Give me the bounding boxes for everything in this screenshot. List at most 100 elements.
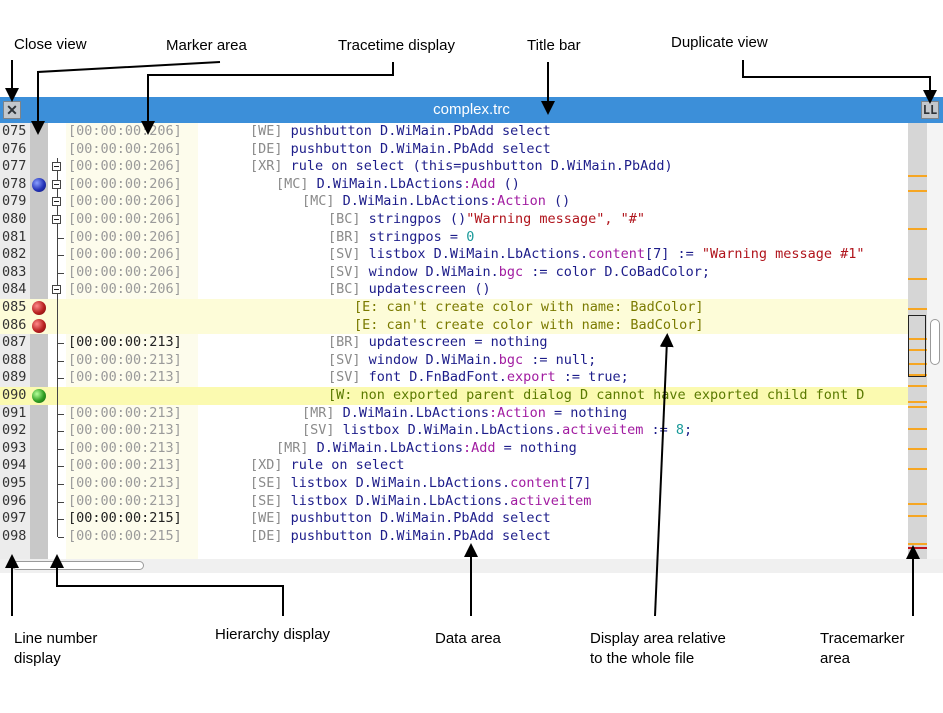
marker-area[interactable] xyxy=(30,123,48,559)
collapse-toggle-icon[interactable] xyxy=(52,162,61,172)
horizontal-scrollbar[interactable] xyxy=(0,559,943,573)
tracetime: [00:00:00:213] xyxy=(68,492,182,509)
trace-row[interactable]: 094[00:00:00:213][XD] rule on select xyxy=(0,457,908,475)
trace-row[interactable]: 081[00:00:00:206][BR] stringpos = 0 xyxy=(0,229,908,247)
trace-text: stringpos ( xyxy=(368,211,459,227)
trace-view-window: ✕ complex.trc LL 075[00:00:00:206][WE] p… xyxy=(0,97,943,577)
trace-row[interactable]: 076[00:00:00:206][DE] pushbutton D.WiMai… xyxy=(0,141,908,159)
title-bar[interactable]: ✕ complex.trc LL xyxy=(0,97,943,123)
hierarchy-tick xyxy=(58,343,64,345)
trace-row[interactable]: 089[00:00:00:213][SV] font D.FnBadFont.e… xyxy=(0,369,908,387)
window-title: complex.trc xyxy=(433,101,510,118)
trace-tag: [DE] xyxy=(250,140,283,157)
line-number: 097 xyxy=(2,510,27,527)
line-number: 082 xyxy=(2,246,27,263)
tracemarker-area[interactable] xyxy=(908,123,927,559)
line-number: 094 xyxy=(2,457,27,474)
trace-text-tail: := true; xyxy=(555,369,629,386)
trace-text: pushbutton D.WiMain.PbAdd select xyxy=(290,527,551,544)
hierarchy-tick xyxy=(58,378,64,380)
trace-row[interactable]: 077[00:00:00:206][XR] rule on select (th… xyxy=(0,158,908,176)
callout-display-area: Display area relative to the whole file xyxy=(590,629,726,669)
trace-tag: [MC] xyxy=(302,193,335,210)
trace-row[interactable]: 098[00:00:00:215][DE] pushbutton D.WiMai… xyxy=(0,528,908,546)
tracetime: [00:00:00:213] xyxy=(68,422,182,439)
tracemarker-line xyxy=(908,338,927,340)
hierarchy-tick xyxy=(58,255,64,257)
trace-row[interactable]: 097[00:00:00:215][WE] pushbutton D.WiMai… xyxy=(0,510,908,528)
line-number: 086 xyxy=(2,316,27,333)
trace-row[interactable]: 096 [00:00:00:213] [SE] listbox D.WiMain.L… xyxy=(0,493,908,511)
trace-row[interactable]: 093[00:00:00:213][MR] D.WiMain.LbActions… xyxy=(0,440,908,458)
hierarchy-tick xyxy=(58,431,64,433)
vertical-scrollbar[interactable] xyxy=(927,123,943,559)
trace-text-tail: [7] xyxy=(567,475,592,491)
collapse-toggle-icon[interactable] xyxy=(52,285,61,295)
collapse-toggle-icon[interactable] xyxy=(52,215,61,224)
arrow-duplicate xyxy=(742,60,937,104)
horizontal-scroll-thumb[interactable] xyxy=(12,561,144,570)
collapse-toggle-icon[interactable] xyxy=(52,197,61,207)
duplicate-view-button[interactable]: LL xyxy=(921,101,939,119)
tracemarker-line xyxy=(908,190,927,192)
trace-row[interactable]: 078[00:00:00:206][MC] D.WiMain.LbActions… xyxy=(0,176,908,194)
trace-row[interactable]: 088[00:00:00:213][SV] window D.WiMain.bg… xyxy=(0,352,908,370)
tracetime: [00:00:00:215] xyxy=(68,510,182,527)
tracetime: [00:00:00:213] xyxy=(68,439,182,456)
hierarchy-tick xyxy=(58,272,64,274)
warning-marker-icon[interactable] xyxy=(32,389,46,403)
tracetime: [00:00:00:206] xyxy=(68,158,182,175)
trace-row[interactable]: 075[00:00:00:206][WE] pushbutton D.WiMai… xyxy=(0,123,908,141)
trace-tag: [SV] xyxy=(302,422,335,439)
trace-attribute: :Action xyxy=(488,404,546,421)
callout-marker-area: Marker area xyxy=(166,37,247,54)
error-marker-icon[interactable] xyxy=(32,318,46,333)
trace-row[interactable]: 082[00:00:00:206][SV] listbox D.WiMain.L… xyxy=(0,246,908,264)
tracetime: [00:00:00:213] xyxy=(68,351,182,368)
line-number: 075 xyxy=(2,123,27,139)
bookmark-marker-icon[interactable] xyxy=(32,177,46,192)
trace-row[interactable]: 083[00:00:00:206][SV] window D.WiMain.bg… xyxy=(0,264,908,282)
trace-attribute: :Add xyxy=(462,439,496,456)
callout-duplicate-view: Duplicate view xyxy=(671,34,768,51)
trace-row[interactable]: 086 [E: can't create color with name: Bad… xyxy=(0,316,908,335)
trace-attribute: export xyxy=(506,369,556,386)
tracemarker-line-end xyxy=(908,547,927,549)
trace-row[interactable]: 085[E: can't create color with name: Bad… xyxy=(0,299,908,317)
data-text: [SV] listbox D.WiMain.LbActions.activeit… xyxy=(302,422,908,440)
data-text: [E: can't create color with name: BadCol… xyxy=(354,299,908,317)
trace-row[interactable]: 079[00:00:00:206][MC] D.WiMain.LbActions… xyxy=(0,193,908,211)
trace-text-tail: := null; xyxy=(523,351,597,368)
tracemarker-line xyxy=(908,503,927,505)
trace-row[interactable]: 090[W: non exported parent dialog D cann… xyxy=(0,387,908,405)
vertical-scroll-thumb[interactable] xyxy=(930,319,940,365)
line-number: 077 xyxy=(2,158,27,175)
tracemarker-line xyxy=(908,448,927,450)
trace-attribute: :Add xyxy=(462,175,496,192)
tracetime: [00:00:00:206] xyxy=(68,211,182,227)
data-text: [XD] rule on select xyxy=(250,457,908,475)
line-number: 088 xyxy=(2,351,27,368)
data-text: [WE] pushbutton D.WiMain.PbAdd select xyxy=(250,123,908,141)
trace-text-tail: () xyxy=(545,193,571,210)
tracemarker-line xyxy=(908,308,927,310)
trace-text: stringpos = xyxy=(368,228,467,245)
trace-tag: [SV] xyxy=(328,351,361,368)
collapse-toggle-icon[interactable] xyxy=(52,179,61,189)
line-number: 096 xyxy=(2,492,27,509)
trace-row[interactable]: 084[00:00:00:206][BC] updatescreen () xyxy=(0,281,908,299)
trace-row[interactable]: 080[00:00:00:206][BC] stringpos ()"Warni… xyxy=(0,211,908,229)
data-text: [SE] listbox D.WiMain.LbActions.activeit… xyxy=(250,493,908,511)
line-number: 080 xyxy=(2,211,27,227)
trace-row[interactable]: 095[00:00:00:213][SE] listbox D.WiMain.L… xyxy=(0,475,908,493)
trace-tag: [XD] xyxy=(250,457,283,474)
trace-attribute: bgc xyxy=(498,351,524,368)
trace-row[interactable]: 087[00:00:00:213][BR] updatescreen = not… xyxy=(0,334,908,352)
trace-row[interactable]: 092[00:00:00:213][SV] listbox D.WiMain.L… xyxy=(0,422,908,440)
trace-row[interactable]: 091[00:00:00:213][MR] D.WiMain.LbActions… xyxy=(0,405,908,423)
error-marker-icon[interactable] xyxy=(32,301,46,315)
callout-data-area: Data area xyxy=(435,630,501,647)
error-message: [E: can't create color with name: BadCol… xyxy=(354,316,704,333)
data-text: [MC] D.WiMain.LbActions:Add () xyxy=(276,176,908,194)
display-area-indicator[interactable] xyxy=(908,315,926,377)
